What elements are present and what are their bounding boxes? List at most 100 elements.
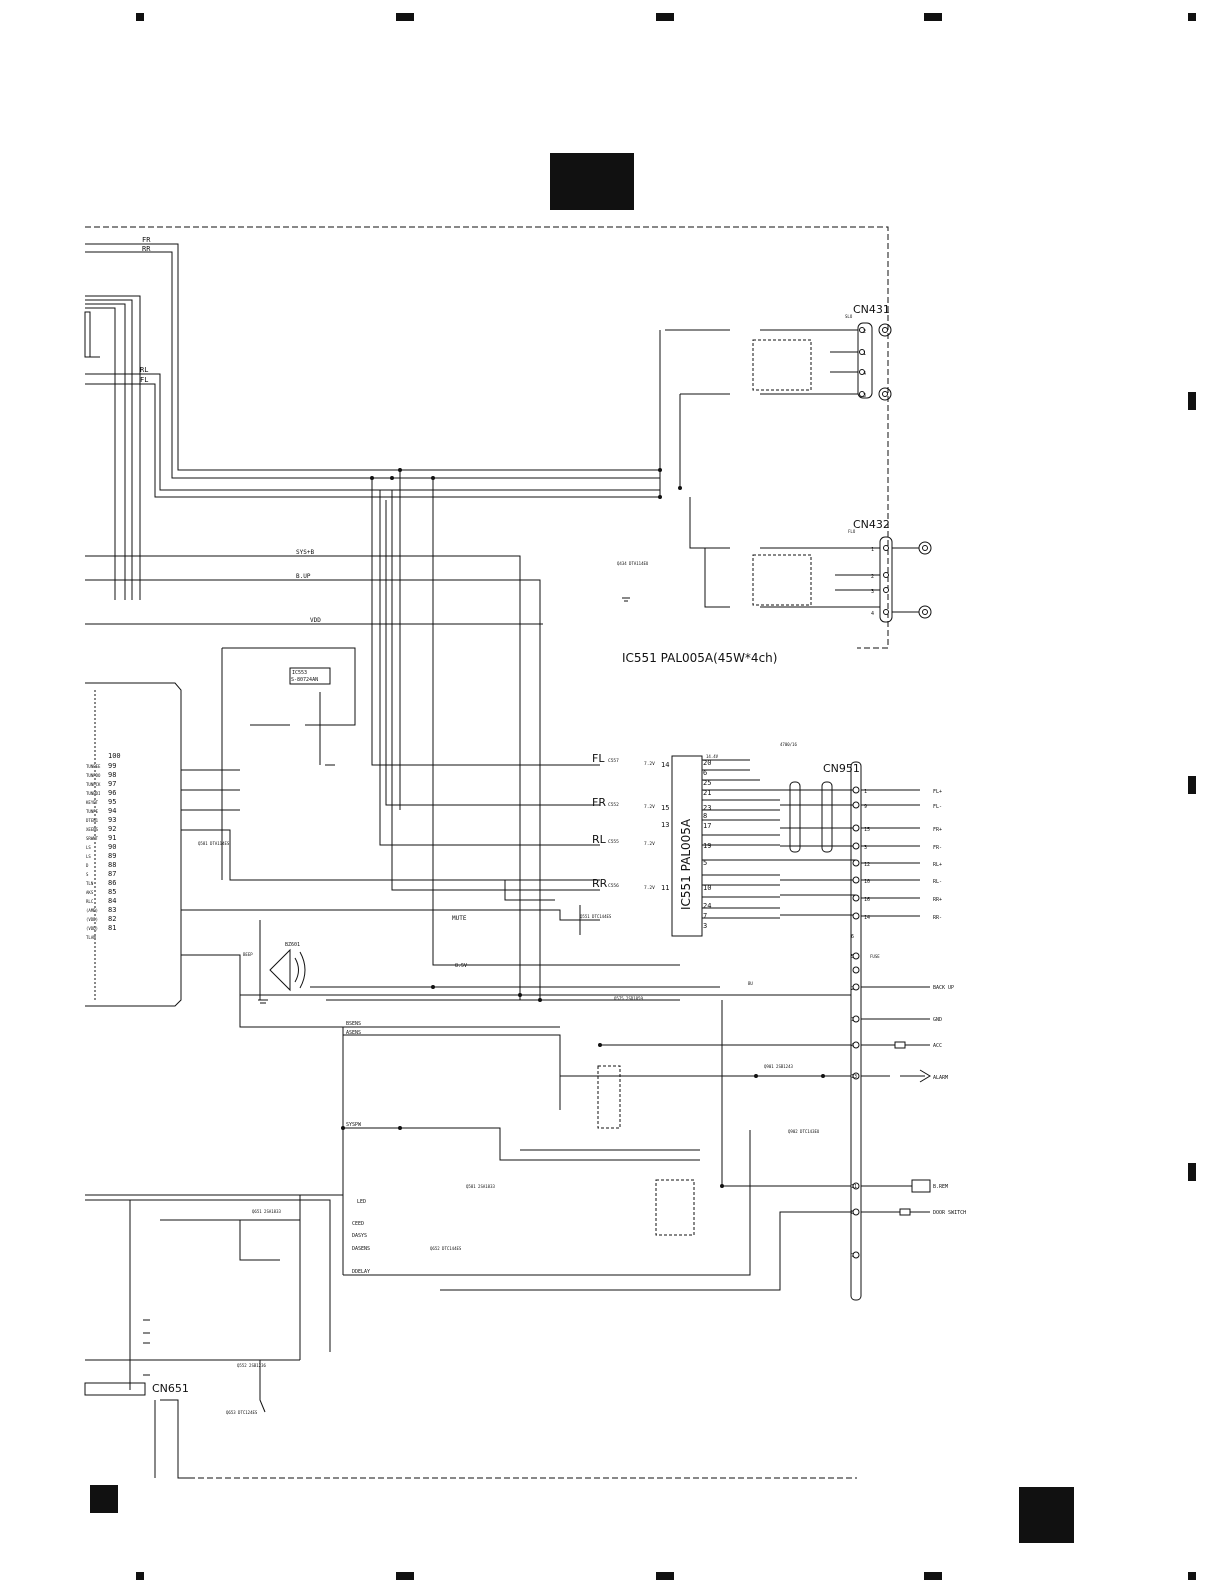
ic-pin: 24 bbox=[703, 902, 711, 910]
micro-pin: 85 bbox=[108, 888, 116, 896]
registration-mark bbox=[396, 1572, 414, 1580]
amp-volt-rl: 7.2V bbox=[644, 841, 655, 847]
output-fl-plus: FL+ bbox=[933, 789, 942, 795]
registration-mark bbox=[924, 13, 942, 21]
ic-pin: 5 bbox=[703, 859, 707, 867]
ic551-body bbox=[671, 755, 703, 937]
micro-pin: 89 bbox=[108, 852, 116, 860]
q902-label: Q902 DTC143EU bbox=[788, 1129, 820, 1134]
wire-sys-b bbox=[85, 555, 521, 1000]
ic-pin: 10 bbox=[703, 884, 711, 892]
slo-label: SLO bbox=[845, 314, 853, 319]
micro-pin-name: TUNPDO bbox=[86, 773, 101, 778]
amp-input-fl: FL bbox=[592, 752, 605, 765]
q652-label: Q652 DTC144ES bbox=[430, 1246, 462, 1251]
q581-label: Q581 DTA114ES bbox=[198, 841, 230, 846]
cn431-label: CN431 bbox=[853, 303, 890, 316]
q432-block bbox=[752, 554, 812, 606]
output-rl-plus: RL+ bbox=[933, 862, 942, 868]
cn951-pin: 16 bbox=[864, 897, 870, 903]
micro-pin: 96 bbox=[108, 789, 116, 797]
cn951-pin: 1 bbox=[864, 789, 867, 795]
micro-pin: 86 bbox=[108, 879, 116, 887]
micro-pin-name: TUNPE bbox=[86, 809, 99, 814]
micro-pin-name: (AMD) bbox=[86, 908, 98, 913]
registration-mark bbox=[136, 13, 144, 21]
cn651-body bbox=[84, 1382, 146, 1396]
registration-mark bbox=[1188, 392, 1196, 410]
cn431-body bbox=[857, 322, 873, 399]
cn431-pin: 2 bbox=[863, 329, 866, 335]
micro-pin: 97 bbox=[108, 780, 116, 788]
q434-label: Q434 DTA114EU bbox=[617, 561, 649, 566]
ic-pin: 8 bbox=[703, 812, 707, 820]
ic-pin: 6 bbox=[703, 769, 707, 777]
ic-pin: 19 bbox=[703, 842, 711, 850]
registration-mark bbox=[1188, 776, 1196, 794]
line-alarm: ALARM bbox=[933, 1075, 948, 1081]
signal-sys-b: SYS+B bbox=[296, 549, 314, 556]
cn432-pin: 4 bbox=[871, 611, 874, 617]
line-door-switch: DOOR SWITCH bbox=[933, 1210, 966, 1216]
sheet-corner-block-left bbox=[90, 1485, 118, 1513]
micro-pin-name: S bbox=[86, 872, 89, 877]
ic553-body bbox=[289, 667, 331, 685]
signal-led: LED bbox=[357, 1199, 366, 1205]
amp-cap-fr: C552 bbox=[608, 802, 619, 808]
cn951-pin: 5 bbox=[851, 954, 854, 960]
output-rr-minus: RR- bbox=[933, 915, 942, 921]
amp-input-fr: FR bbox=[592, 796, 606, 809]
q575-label: Q575 2SD1859 bbox=[614, 996, 643, 1001]
cn951-pin: 12 bbox=[864, 862, 870, 868]
cn951-body bbox=[850, 761, 862, 1301]
ic-pin: 3 bbox=[703, 922, 707, 930]
amp-input-rr: RR bbox=[592, 877, 608, 890]
micro-pin: 91 bbox=[108, 834, 116, 842]
wire-bus bbox=[85, 295, 141, 600]
signal-fr: FR bbox=[142, 236, 151, 244]
amp-volt-fr: 7.2V bbox=[644, 804, 655, 810]
micro-pin-name: D bbox=[86, 863, 89, 868]
micro-pin: 98 bbox=[108, 771, 116, 779]
micro-pin: 82 bbox=[108, 915, 116, 923]
ic551-title: IC551 PAL005A(45W*4ch) bbox=[622, 651, 777, 665]
signal-syspw: SYSPW bbox=[346, 1122, 362, 1128]
cn431-pin: 3 bbox=[863, 393, 866, 399]
ic553-part: S-80724AN bbox=[291, 677, 318, 683]
q551-label: Q551 DTC144ES bbox=[580, 914, 612, 919]
cn432-label: CN432 bbox=[853, 518, 890, 531]
signal-rl: RL bbox=[140, 366, 148, 374]
signal-b-up: B.UP bbox=[296, 573, 311, 580]
line-b-rem: B.REM bbox=[933, 1184, 948, 1190]
q575-block bbox=[597, 1065, 621, 1129]
amp-volt-rr: 7.2V bbox=[644, 885, 655, 891]
ic-pin: 17 bbox=[703, 822, 711, 830]
cn951-pin: 7 bbox=[851, 1253, 854, 1259]
micro-pin-name: (VDD) bbox=[86, 926, 98, 931]
registration-mark bbox=[924, 1572, 942, 1580]
q552-label: Q552 2SB1236 bbox=[237, 1363, 266, 1368]
micro-pin: 83 bbox=[108, 906, 116, 914]
board-outline bbox=[85, 226, 889, 649]
micro-pin: 100 bbox=[108, 752, 121, 760]
signal-rr: RR bbox=[142, 245, 151, 253]
signal-8v5: 8.5V bbox=[455, 963, 467, 969]
output-fr-minus: FR- bbox=[933, 845, 942, 851]
signal-mute: MUTE bbox=[452, 915, 467, 922]
micro-pin: 94 bbox=[108, 807, 116, 815]
micro-pin-name: XEENS bbox=[86, 827, 99, 832]
amp-pin-rr: 11 bbox=[661, 884, 669, 892]
q581b-label: Q581 2SA1833 bbox=[466, 1184, 495, 1189]
sheet-index-block bbox=[550, 153, 634, 210]
cn951-pin: 6 bbox=[851, 934, 854, 940]
signal-ceed: CEED bbox=[352, 1221, 364, 1227]
amp-cap-rl: C555 bbox=[608, 839, 619, 845]
cn431-pin: 4 bbox=[863, 371, 866, 377]
registration-mark bbox=[1188, 1163, 1196, 1181]
ic-pin: 7 bbox=[703, 912, 707, 920]
micro-pin: 87 bbox=[108, 870, 116, 878]
amp-cap-fl: C557 bbox=[608, 758, 619, 764]
signal-asens: ASENS bbox=[346, 1030, 361, 1036]
q431-block bbox=[752, 339, 812, 391]
